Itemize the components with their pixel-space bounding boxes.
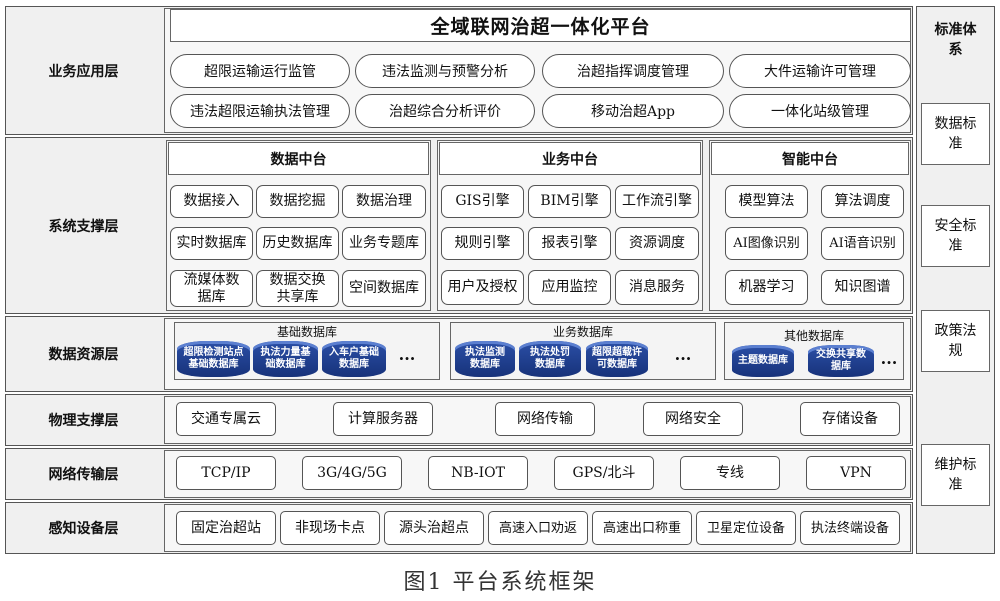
app-item: 移动治超App [542,94,724,128]
smart-center-item: AI图像识别 [725,227,808,260]
layer-label-resource: 数据资源层 [48,347,119,363]
network-item: 专线 [680,456,780,490]
database-icon: 入车户基础数据库 [322,341,386,377]
data-center-item: 历史数据库 [256,227,339,260]
sensing-item: 固定治超站 [176,511,276,545]
business-center-item: 报表引擎 [528,227,611,260]
network-item: GPS/北斗 [554,456,654,490]
db-group-business-title: 业务数据库 [552,325,613,339]
business-center-item: 用户及授权 [441,270,524,305]
data-center-title: 数据中台 [168,142,429,175]
network-item: TCP/IP [176,456,276,490]
data-center-item: 流媒体数据库 [170,270,253,307]
database-icon: 执法监测数据库 [455,341,515,377]
data-center-item: 数据接入 [170,185,253,218]
smart-center-item: 知识图谱 [821,270,904,305]
standard-item: 安全标准 [921,205,990,267]
figure-caption: 图1 平台系统框架 [403,570,597,595]
data-center-item: 数据挖掘 [256,185,339,218]
smart-center-item: 模型算法 [725,185,808,218]
smart-center-item: 算法调度 [821,185,904,218]
data-center-item: 业务专题库 [342,227,426,260]
business-center-item: 资源调度 [615,227,699,260]
business-center-item: 消息服务 [615,270,699,305]
sensing-item: 源头治超点 [384,511,484,545]
standard-item: 数据标准 [921,103,990,165]
database-icon: 执法处罚数据库 [519,341,581,377]
data-center-item: 实时数据库 [170,227,253,260]
sensing-item: 执法终端设备 [800,511,900,545]
data-center-item: 数据交换共享库 [256,270,339,307]
app-item: 超限运输运行监管 [170,54,350,88]
network-content-area [164,450,911,498]
network-item: 3G/4G/5G [302,456,402,490]
sensing-item: 非现场卡点 [280,511,380,545]
physical-item: 计算服务器 [333,402,433,436]
standard-item: 政策法规 [921,310,990,372]
db-group-other-title: 其他数据库 [783,329,844,343]
app-item: 治超指挥调度管理 [542,54,724,88]
app-item: 违法超限运输执法管理 [170,94,350,128]
business-center-item: GIS引擎 [441,185,524,218]
app-item: 违法监测与预警分析 [355,54,535,88]
data-center-item: 空间数据库 [342,270,426,307]
app-item: 大件运输许可管理 [729,54,911,88]
layer-label-sensing: 感知设备层 [48,521,119,537]
network-item: VPN [806,456,906,490]
database-icon: 主题数据库 [732,345,794,377]
business-center-item: 规则引擎 [441,227,524,260]
sensing-item: 高速入口劝返 [488,511,588,545]
smart-center-item: AI语音识别 [821,227,904,260]
smart-center-item: 机器学习 [725,270,808,305]
standards-system-label: 标准体系 [934,22,977,58]
business-center-item: BIM引擎 [528,185,611,218]
db-group-basic-ellipsis: ··· [398,348,416,368]
physical-item: 存储设备 [800,402,900,436]
layer-label-app: 业务应用层 [48,63,119,80]
db-group-business-ellipsis: ··· [674,348,692,368]
app-item: 治超综合分析评价 [355,94,535,128]
business-center-item: 应用监控 [528,270,611,305]
sensing-item: 卫星定位设备 [696,511,796,545]
business-center-title: 业务中台 [439,142,701,175]
layer-label-network: 网络传输层 [48,467,119,483]
platform-title: 全域联网治超一体化平台 [170,9,911,42]
smart-center-title: 智能中台 [711,142,909,175]
layer-label-support: 系统支撑层 [48,218,119,235]
standard-item: 维护标准 [921,444,990,506]
physical-item: 网络安全 [643,402,743,436]
app-item: 一体化站级管理 [729,94,911,128]
db-group-basic-title: 基础数据库 [276,325,337,339]
database-icon: 超限超载许可数据库 [586,341,648,377]
db-group-other-ellipsis: ··· [880,352,898,372]
database-icon: 交换共享数据库 [808,345,874,377]
layer-label-physical: 物理支撑层 [48,413,119,429]
physical-item: 网络传输 [495,402,595,436]
physical-item: 交通专属云 [176,402,276,436]
business-center-item: 工作流引擎 [615,185,699,218]
data-center-item: 数据治理 [342,185,426,218]
database-icon: 超限检测站点基础数据库 [177,341,250,377]
database-icon: 执法力量基础数据库 [253,341,318,377]
sensing-item: 高速出口称重 [592,511,692,545]
network-item: NB-IOT [428,456,528,490]
